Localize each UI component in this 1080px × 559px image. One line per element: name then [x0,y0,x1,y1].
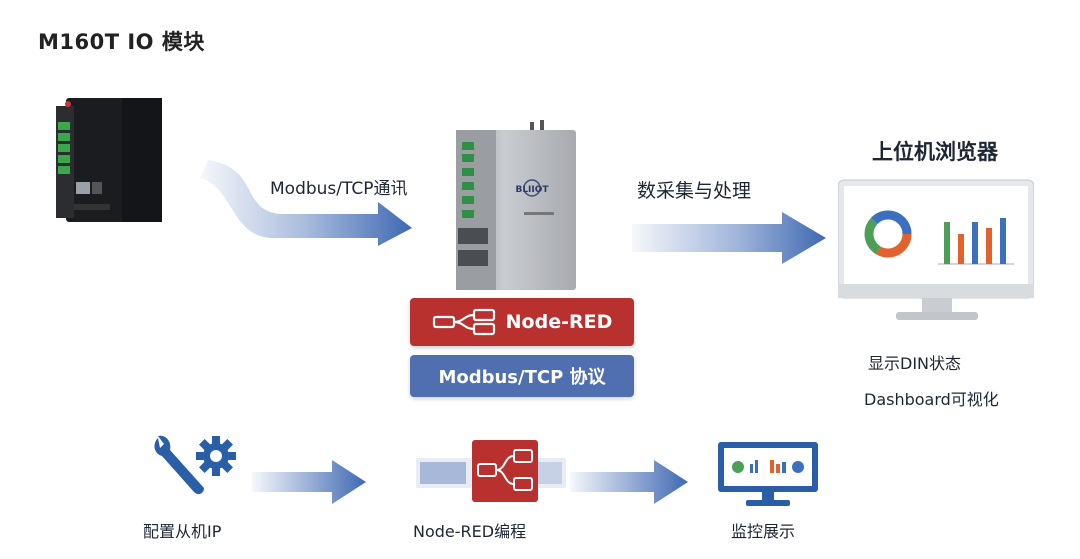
node-red-badge: Node-RED [410,298,634,346]
page-title: M160T IO 模块 [38,30,205,54]
monitor-display-icon [716,440,820,510]
step-arrow-2 [570,458,690,506]
host-title: 上位机浏览器 [872,140,998,164]
monitor-dashboard-image [838,178,1034,324]
step-configure-slave-ip: 配置从机IP [143,522,222,541]
modbus-protocol-label: Modbus/TCP 协议 [438,367,606,388]
step-node-red-programming: Node-RED编程 [413,522,527,541]
processing-arrow [632,210,828,266]
step-monitoring-display: 监控展示 [731,522,796,541]
host-line-din-status: 显示DIN状态 [868,354,962,373]
arrow1-label: Modbus/TCP通讯 [270,179,408,199]
gateway-device-image: BLIIOT [436,120,596,292]
host-line-dashboard: Dashboard可视化 [864,390,999,409]
modbus-arrow [200,150,420,250]
step-arrow-1 [252,458,368,506]
node-red-badge-label: Node-RED [505,311,613,333]
wrench-gear-icon [150,432,240,504]
m160t-io-module-image [52,96,164,224]
node-red-flow-icon [432,308,498,336]
arrow2-label: 数采集与处理 [637,180,752,202]
node-red-programming-icon [416,440,566,502]
svg-text:BLIIOT: BLIIOT [515,185,549,195]
modbus-protocol-badge: Modbus/TCP 协议 [410,355,634,397]
